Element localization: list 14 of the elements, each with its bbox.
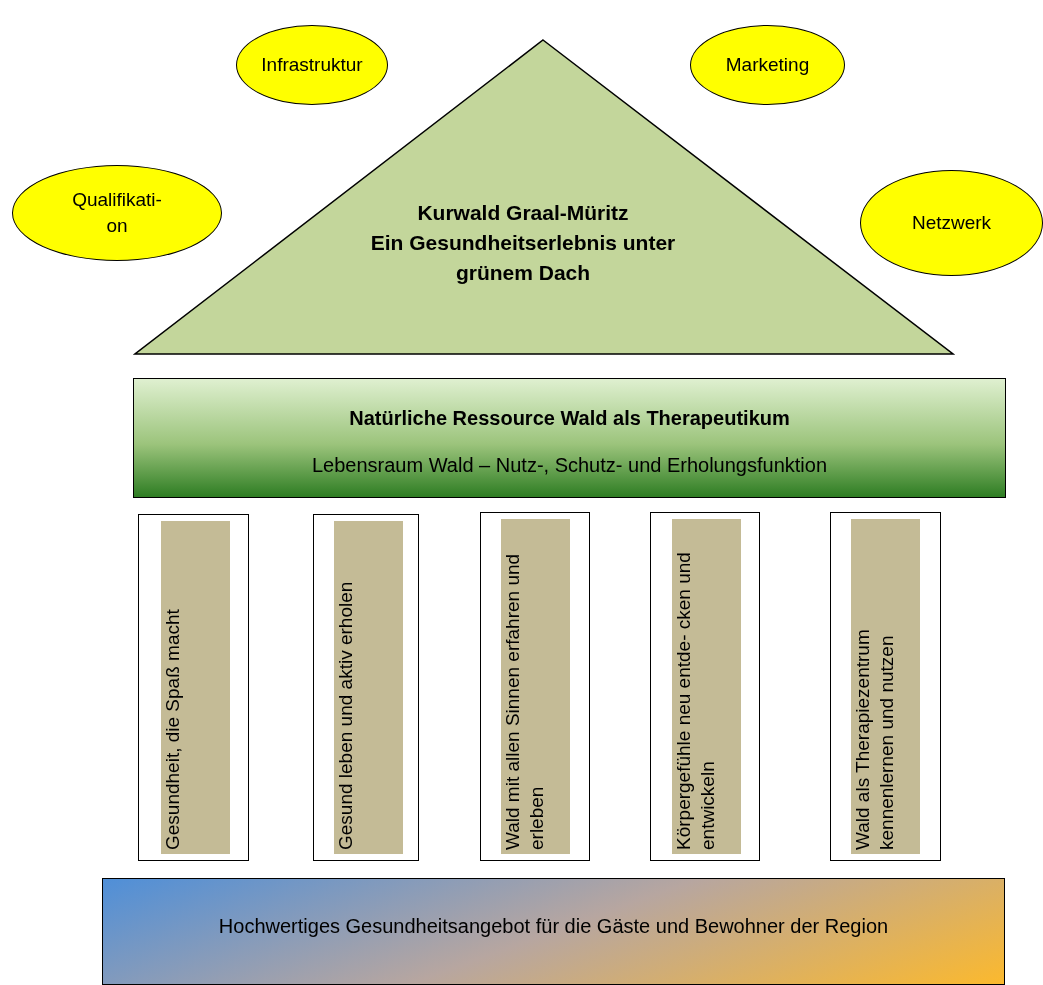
topic-label: Marketing	[725, 53, 810, 77]
pillar-label: Wald als Therapiezentrum kennenlernen und nutzen	[851, 628, 898, 852]
roof-subheading: Ein Gesundheitserlebnis unter grünem Dach	[369, 230, 677, 286]
pillar-label: Wald mit allen Sinnen erfahren und erleben	[501, 552, 548, 852]
roof-heading: Kurwald Graal-Müritz	[416, 200, 630, 226]
banner-subheading: Lebensraum Wald – Nutz-, Schutz- und Erholungsfunktion	[310, 454, 829, 477]
pillar-label: Gesund leben und aktiv erholen	[334, 580, 357, 852]
topic-label: Qualifikati- on	[71, 188, 163, 238]
pillar-label: Körpergefühle neu entde- cken und entwickeln	[672, 551, 719, 852]
topic-label: Infrastruktur	[261, 53, 363, 77]
base-label: Hochwertiges Gesundheitsangebot für die Gäste und Bewohner der Region	[217, 914, 890, 939]
pillar-label: Gesundheit, die Spaß macht	[161, 608, 184, 852]
banner-heading: Natürliche Ressource Wald als Therapeutikum	[348, 407, 791, 430]
topic-label: Netzwerk	[911, 211, 992, 235]
